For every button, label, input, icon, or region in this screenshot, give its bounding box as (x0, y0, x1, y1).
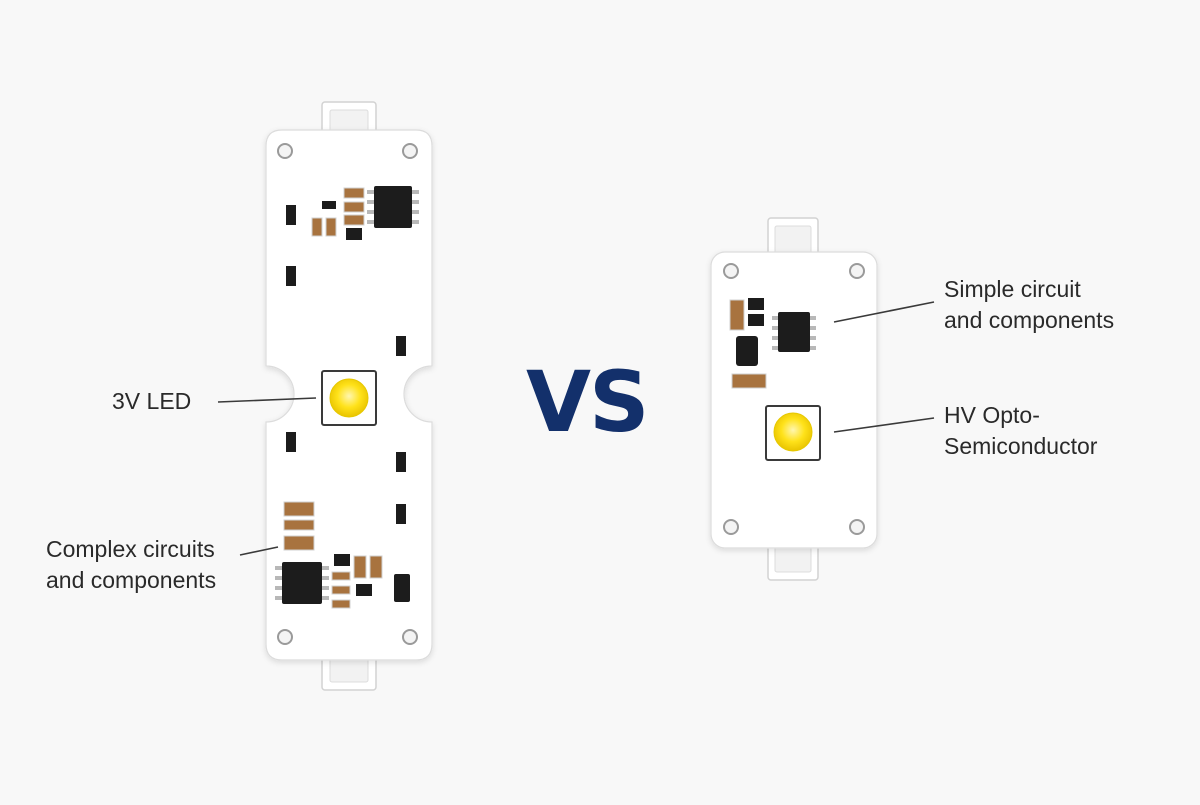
diode (396, 452, 406, 472)
label-simple-circuit: Simple circuit and components (944, 276, 1115, 333)
label-3v-led: 3V LED (112, 388, 192, 414)
capacitor (729, 299, 745, 331)
label-complex-circuits: Complex circuits and components (46, 536, 217, 593)
mounting-hole (723, 263, 739, 279)
capacitor (353, 555, 367, 579)
transistor (346, 228, 362, 240)
left-3v-led (321, 370, 377, 426)
right-hv-led (765, 405, 821, 461)
ic-chip (275, 562, 329, 604)
capacitor (283, 519, 315, 531)
diode (394, 574, 410, 602)
capacitor (343, 214, 365, 226)
mounting-hole (402, 629, 418, 645)
resistor (322, 201, 336, 209)
capacitor (283, 501, 315, 517)
left-led-board (265, 101, 433, 691)
left-top-components (286, 186, 419, 356)
capacitor (343, 201, 365, 213)
diode (286, 205, 296, 225)
mounting-hole (402, 143, 418, 159)
leader-line-simple (833, 301, 935, 323)
mounting-hole (849, 263, 865, 279)
transistor (356, 584, 372, 596)
mounting-hole (723, 519, 739, 535)
leader-line-hv (833, 417, 935, 433)
diode (396, 336, 406, 356)
resistor (331, 599, 351, 609)
diode (286, 432, 296, 452)
diode (736, 336, 758, 366)
transistor (334, 554, 350, 566)
diode (286, 266, 296, 286)
ic-chip (367, 186, 419, 228)
mounting-hole (277, 143, 293, 159)
left-bottom-components (275, 501, 410, 609)
diode (396, 504, 406, 524)
capacitor (311, 217, 323, 237)
leader-line-complex (239, 546, 279, 556)
capacitor (731, 373, 767, 389)
mounting-hole (849, 519, 865, 535)
label-hv-opto: HV Opto- Semiconductor (944, 402, 1098, 459)
ic-chip (772, 312, 816, 352)
capacitor (325, 217, 337, 237)
right-pcb (710, 251, 878, 549)
vs-label: VS (526, 353, 650, 451)
capacitor (369, 555, 383, 579)
transistor (748, 298, 764, 310)
right-led-board (710, 217, 878, 581)
right-components (729, 298, 816, 389)
leader-line-3v-led (217, 397, 317, 403)
transistor (748, 314, 764, 326)
capacitor (283, 535, 315, 551)
resistor (331, 585, 351, 595)
resistor (331, 571, 351, 581)
capacitor (343, 187, 365, 199)
mounting-hole (277, 629, 293, 645)
